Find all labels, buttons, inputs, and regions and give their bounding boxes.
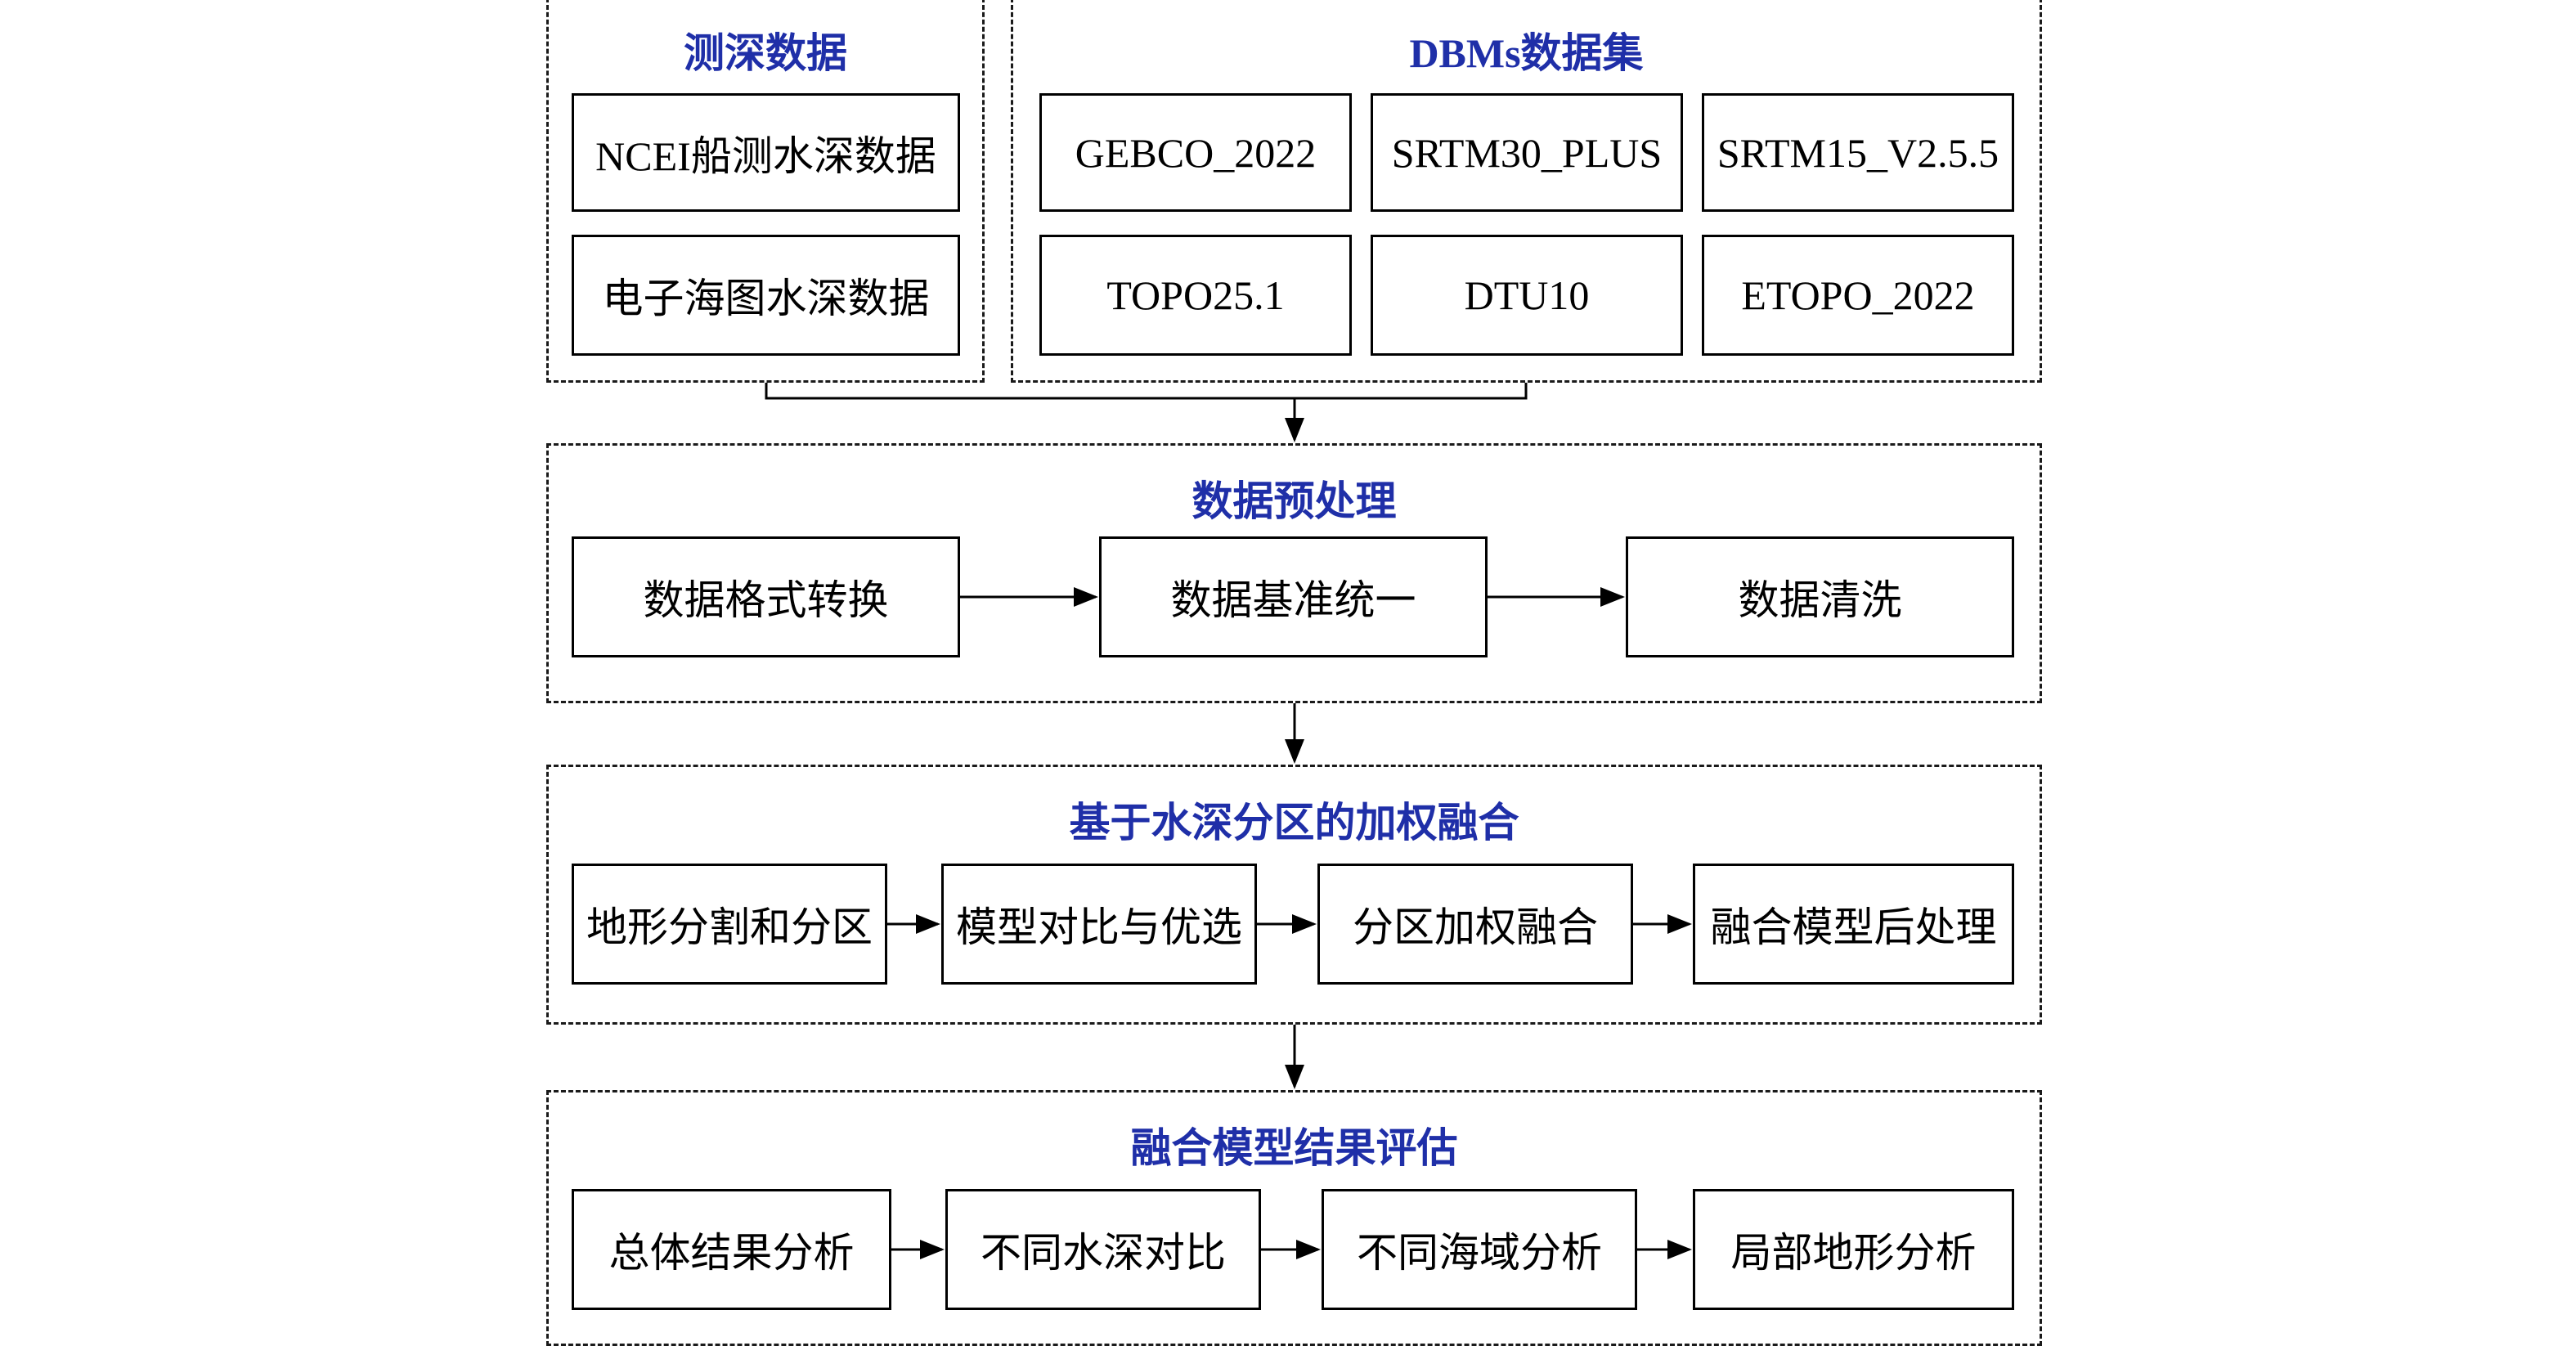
box-terrain-segmentation: 地形分割和分区 xyxy=(572,864,887,985)
box-enc-sounding: 电子海图水深数据 xyxy=(572,235,960,356)
group-weighted-fusion: 基于水深分区的加权融合 xyxy=(546,765,2042,1025)
group-dbms-dataset: DBMs数据集 xyxy=(1011,0,2042,383)
box-region-analysis: 不同海域分析 xyxy=(1322,1189,1637,1310)
box-data-cleaning: 数据清洗 xyxy=(1626,536,2014,657)
box-dtu10: DTU10 xyxy=(1371,235,1683,356)
box-format-conversion: 数据格式转换 xyxy=(572,536,960,657)
group-title-preprocess: 数据预处理 xyxy=(1192,478,1397,524)
group-title-evaluation: 融合模型结果评估 xyxy=(1130,1125,1458,1171)
box-datum-unification: 数据基准统一 xyxy=(1099,536,1488,657)
box-gebco-2022: GEBCO_2022 xyxy=(1039,93,1352,212)
box-fusion-postprocess: 融合模型后处理 xyxy=(1693,864,2014,985)
box-depth-comparison: 不同水深对比 xyxy=(945,1189,1261,1310)
connector-merge-line xyxy=(765,383,1528,400)
box-ncei-sounding: NCEI船测水深数据 xyxy=(572,93,960,212)
box-topo25-1: TOPO25.1 xyxy=(1039,235,1352,356)
box-zoned-weighted-fusion: 分区加权融合 xyxy=(1317,864,1633,985)
group-title-sounding: 测深数据 xyxy=(684,30,847,76)
group-preprocessing: 数据预处理 xyxy=(546,443,2042,703)
box-srtm15-v255: SRTM15_V2.5.5 xyxy=(1702,93,2014,212)
box-etopo-2022: ETOPO_2022 xyxy=(1702,235,2014,356)
box-overall-analysis: 总体结果分析 xyxy=(572,1189,891,1310)
box-local-terrain-analysis: 局部地形分析 xyxy=(1693,1189,2014,1310)
group-title-dbms: DBMs数据集 xyxy=(1409,30,1644,76)
box-model-comparison: 模型对比与优选 xyxy=(941,864,1257,985)
group-sounding-data: 测深数据 xyxy=(546,0,985,383)
box-srtm30-plus: SRTM30_PLUS xyxy=(1371,93,1683,212)
group-title-fusion: 基于水深分区的加权融合 xyxy=(1069,800,1519,846)
